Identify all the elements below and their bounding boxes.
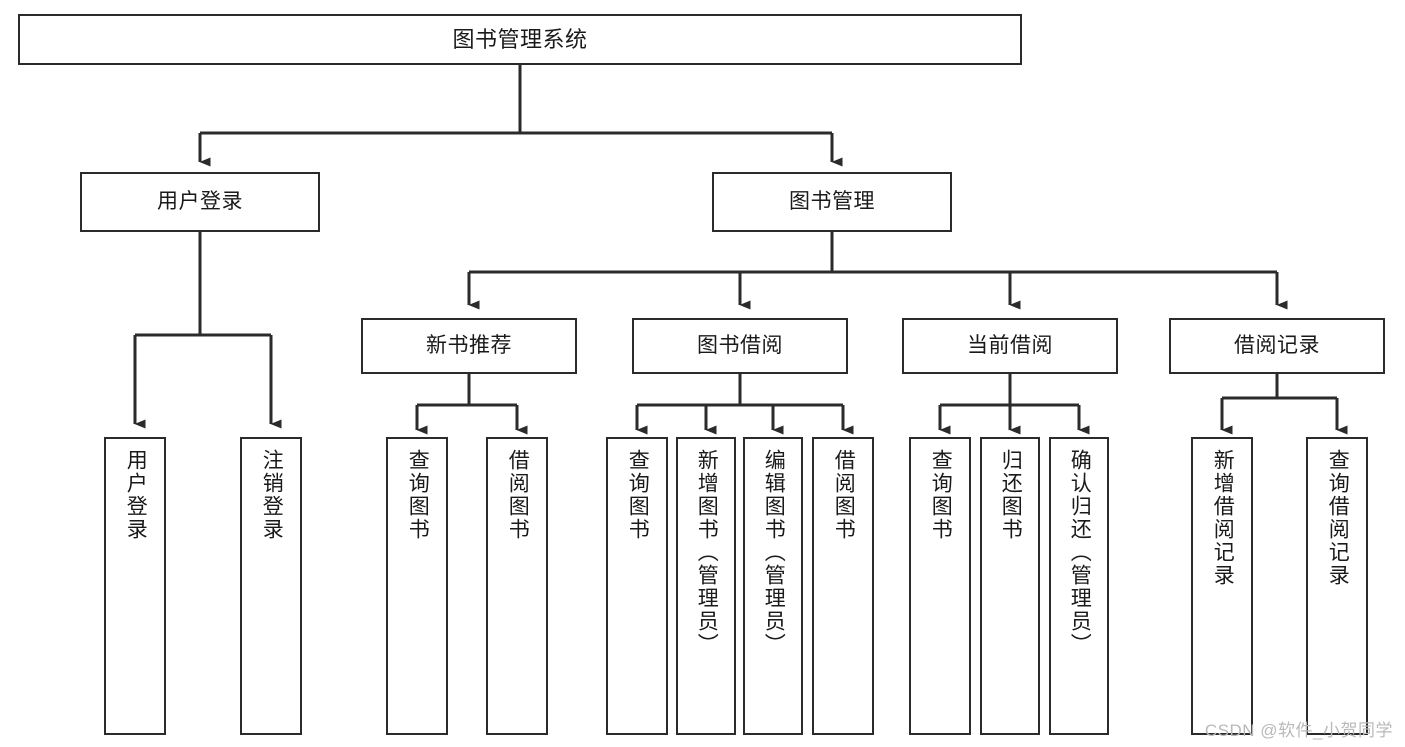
leaf-borrow-book-1[interactable]: 借阅图书 xyxy=(486,437,548,735)
node-label: 借阅图书 xyxy=(506,449,530,541)
node-label: 借阅图书 xyxy=(832,449,856,541)
leaf-borrow-book-2[interactable]: 借阅图书 xyxy=(812,437,874,735)
leaf-edit-book[interactable]: 编辑图书（管理员） xyxy=(743,437,803,735)
node-label: 新增图书（管理员） xyxy=(695,449,719,656)
leaf-confirm-return[interactable]: 确认归还（管理员） xyxy=(1049,437,1109,735)
node-label: 新书推荐 xyxy=(426,333,512,357)
node-book-borrow[interactable]: 图书借阅 xyxy=(632,318,848,374)
node-root-book-management-system[interactable]: 图书管理系统 xyxy=(18,14,1022,65)
node-label: 新增借阅记录 xyxy=(1211,449,1235,587)
leaf-query-book-2[interactable]: 查询图书 xyxy=(606,437,668,735)
node-label: 查询图书 xyxy=(929,449,953,541)
node-label: 当前借阅 xyxy=(967,333,1053,357)
leaf-add-book[interactable]: 新增图书（管理员） xyxy=(676,437,736,735)
node-label: 图书管理系统 xyxy=(452,26,588,52)
node-label: 查询图书 xyxy=(406,449,430,541)
node-label: 编辑图书（管理员） xyxy=(762,449,786,656)
node-label: 图书借阅 xyxy=(697,333,783,357)
leaf-user-login[interactable]: 用户登录 xyxy=(104,437,166,735)
leaf-logout-login[interactable]: 注销登录 xyxy=(240,437,302,735)
leaf-query-book-3[interactable]: 查询图书 xyxy=(909,437,971,735)
node-label: 查询借阅记录 xyxy=(1326,449,1350,587)
leaf-query-record[interactable]: 查询借阅记录 xyxy=(1306,437,1368,735)
watermark: CSDN @软件_小贺同学 xyxy=(1204,721,1393,740)
node-label: 归还图书 xyxy=(999,449,1023,541)
leaf-return-book[interactable]: 归还图书 xyxy=(980,437,1040,735)
node-user-login[interactable]: 用户登录 xyxy=(80,172,320,232)
node-new-book-recommend[interactable]: 新书推荐 xyxy=(361,318,577,374)
node-current-borrow[interactable]: 当前借阅 xyxy=(902,318,1118,374)
node-label: 用户登录 xyxy=(157,189,243,213)
node-label: 确认归还（管理员） xyxy=(1068,449,1092,656)
node-label: 注销登录 xyxy=(260,449,284,541)
leaf-query-book-1[interactable]: 查询图书 xyxy=(386,437,448,735)
node-label: 借阅记录 xyxy=(1234,333,1320,357)
node-book-management[interactable]: 图书管理 xyxy=(712,172,952,232)
node-label: 用户登录 xyxy=(124,449,148,541)
node-label: 图书管理 xyxy=(789,189,875,213)
node-borrow-record[interactable]: 借阅记录 xyxy=(1169,318,1385,374)
node-label: 查询图书 xyxy=(626,449,650,541)
leaf-add-record[interactable]: 新增借阅记录 xyxy=(1191,437,1253,735)
